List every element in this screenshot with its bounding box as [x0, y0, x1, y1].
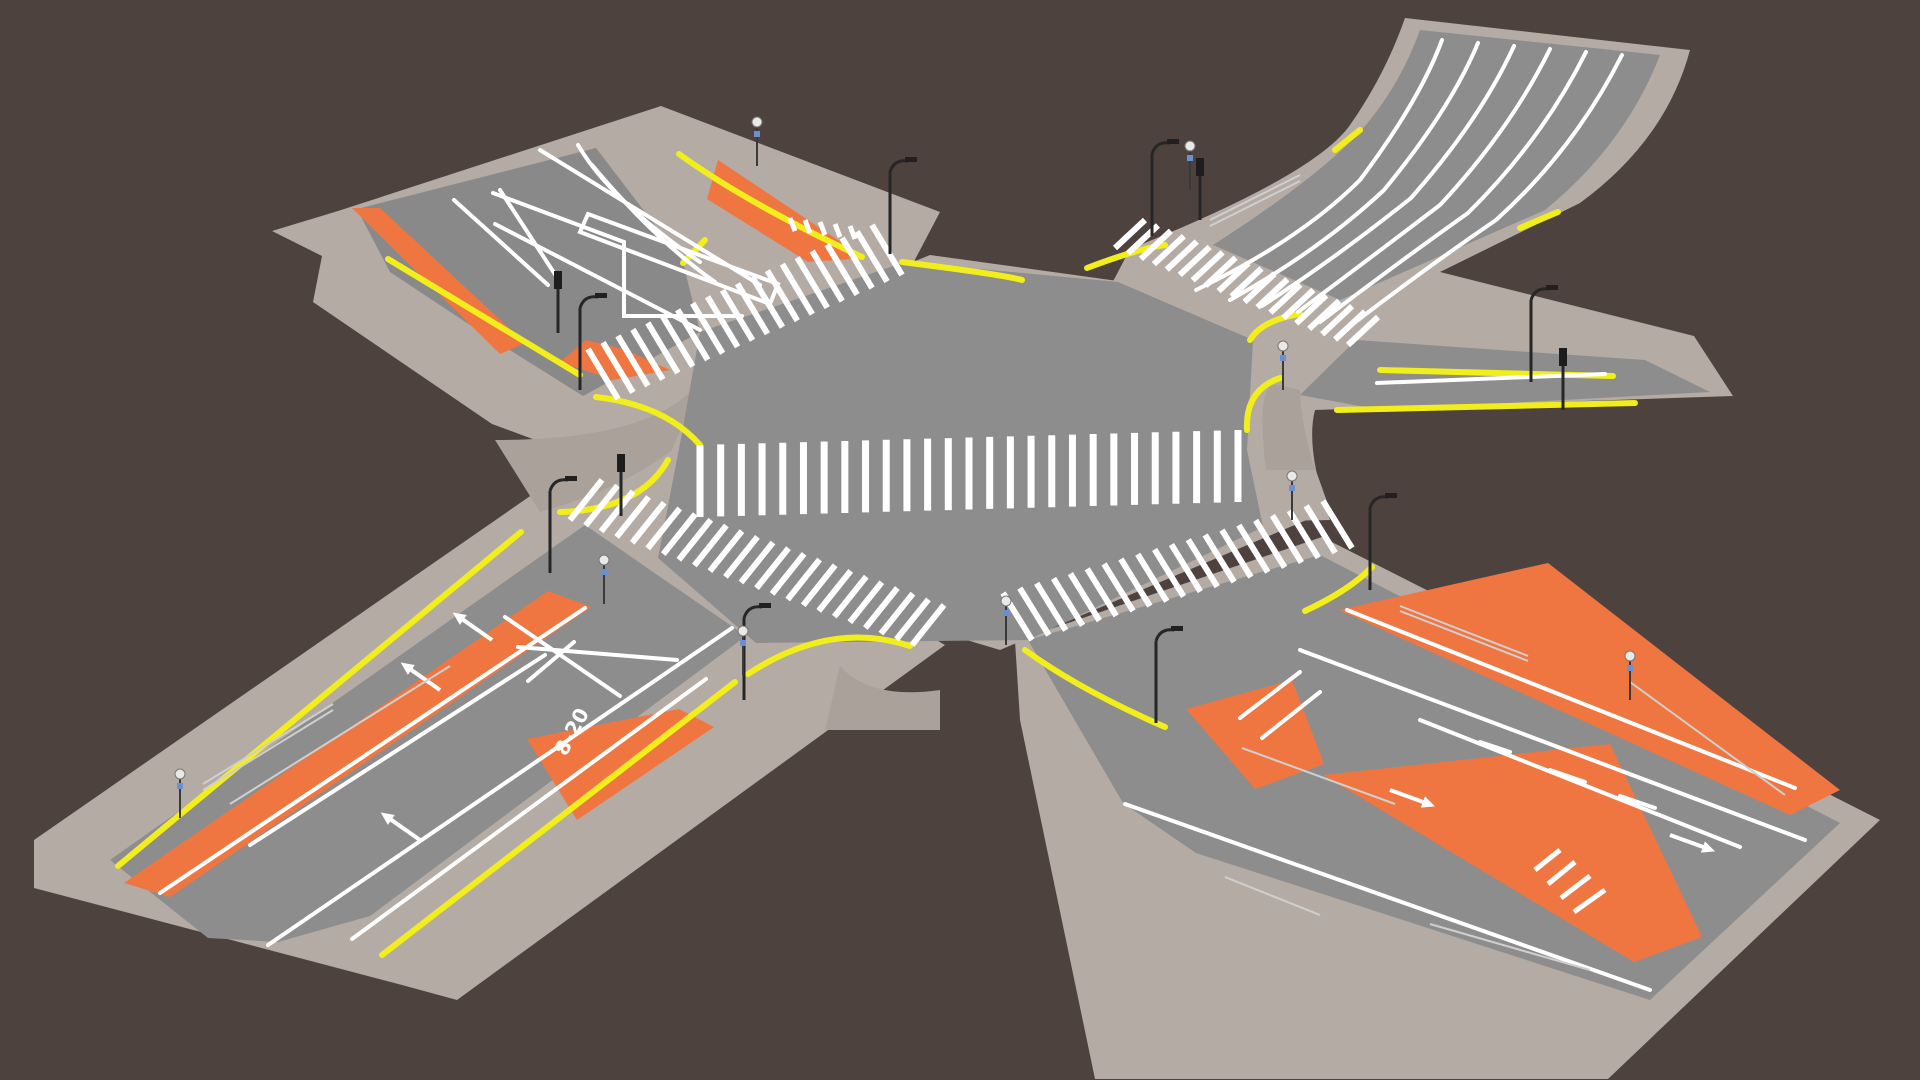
crosswalk-stripe [630, 327, 666, 381]
crosswalk-stripe [583, 483, 620, 528]
crosswalk-stripe [1216, 260, 1251, 294]
crosswalk-stripe [816, 569, 854, 613]
crosswalk-stripe [1118, 557, 1153, 608]
crosswalk-stripe [1268, 282, 1303, 315]
crosswalk-stripe [894, 597, 931, 642]
crosswalk-stripe [705, 295, 741, 349]
crosswalk-stripe [1236, 523, 1271, 574]
crosswalk-stripe [614, 495, 651, 539]
crosswalk-stripe [831, 574, 869, 619]
crosswalk-stripe [1164, 239, 1199, 272]
crosswalk-stripe [707, 529, 745, 574]
crosswalk-stripe [1286, 509, 1321, 560]
crosswalk-stripe [738, 540, 776, 585]
crosswalk-stripe [839, 236, 875, 290]
crosswalk-stripe [779, 262, 815, 316]
crosswalk-stripe [1190, 250, 1225, 283]
crosswalk-stripe [909, 603, 947, 647]
crosswalk-stripe [1135, 552, 1170, 603]
crosswalk-stripe [1177, 244, 1212, 278]
crosswalk-stripe [676, 517, 714, 562]
crosswalk-stripe [794, 256, 830, 310]
crosswalk-stripe [1185, 538, 1220, 589]
crosswalk-stripe [600, 340, 636, 395]
crosswalk-stripe [675, 308, 711, 362]
lane-markings [158, 38, 1807, 992]
crosswalk-stripe [629, 500, 667, 545]
crosswalk-stripe [615, 334, 651, 388]
crosswalk-stripe [1307, 298, 1342, 332]
crosswalk-stripe [863, 586, 900, 630]
crosswalk-stripe [723, 534, 760, 579]
crosswalk-stripe [1269, 513, 1305, 565]
crosswalk-stripe [1219, 528, 1254, 579]
bus-lanes [124, 160, 1840, 962]
crosswalk-stripe [645, 321, 681, 375]
crosswalk-stripe [809, 249, 845, 303]
crosswalk-stripe [1138, 228, 1173, 261]
crosswalk-stripe [1320, 304, 1355, 337]
crosswalk-stripe [567, 478, 605, 522]
crosswalk-stripe [1320, 499, 1355, 550]
crosswalk-stripe [690, 301, 726, 355]
crosswalk-stripe [1084, 567, 1119, 618]
crosswalk-stripe [769, 551, 807, 596]
crosswalk-stripe [1168, 543, 1203, 594]
crosswalk-stripe [754, 546, 791, 591]
crosswalk-stripe [585, 347, 621, 401]
crosswalk-stripe [660, 512, 698, 556]
crosswalk-stripe [869, 223, 905, 277]
crosswalk-stripe [764, 269, 800, 323]
crosswalk-stripe [1303, 504, 1338, 555]
crosswalk-stripe [645, 506, 683, 551]
crosswalk-stripe [800, 563, 838, 608]
guard-rails [202, 174, 1786, 971]
crosswalk-stripe [1202, 533, 1237, 584]
crosswalk-stripe [1253, 518, 1288, 569]
crosswalk-stripe [1050, 576, 1086, 628]
crosswalk-stripe [785, 557, 822, 602]
yellow-curbs [115, 127, 1638, 958]
crosswalk-stripe [1345, 314, 1381, 348]
crosswalk-stripe [660, 314, 696, 368]
crosswalk-stripe [878, 591, 916, 636]
crosswalk-stripe [1294, 293, 1329, 326]
crosswalk-stripe [1067, 572, 1102, 623]
crosswalk-stripe [1229, 266, 1264, 299]
crosswalk-stripe [692, 523, 729, 568]
crosswalk-stripe [1101, 562, 1136, 613]
crosswalk-stripe [824, 243, 860, 297]
crosswalk-stripe [1281, 287, 1316, 321]
crosswalk-stripe [1255, 277, 1290, 310]
crosswalk-stripe [1151, 233, 1186, 267]
crosswalk-stripe [598, 489, 636, 534]
crosswalk-stripe [854, 229, 890, 284]
crosswalk-stripe [1152, 547, 1187, 598]
crosswalk-stripe [847, 580, 885, 625]
hatched-islands [787, 217, 1607, 915]
crosswalk-stripe [1112, 217, 1148, 251]
crosswalk-stripe [1034, 581, 1069, 632]
crosswalk-stripe [1017, 586, 1052, 637]
